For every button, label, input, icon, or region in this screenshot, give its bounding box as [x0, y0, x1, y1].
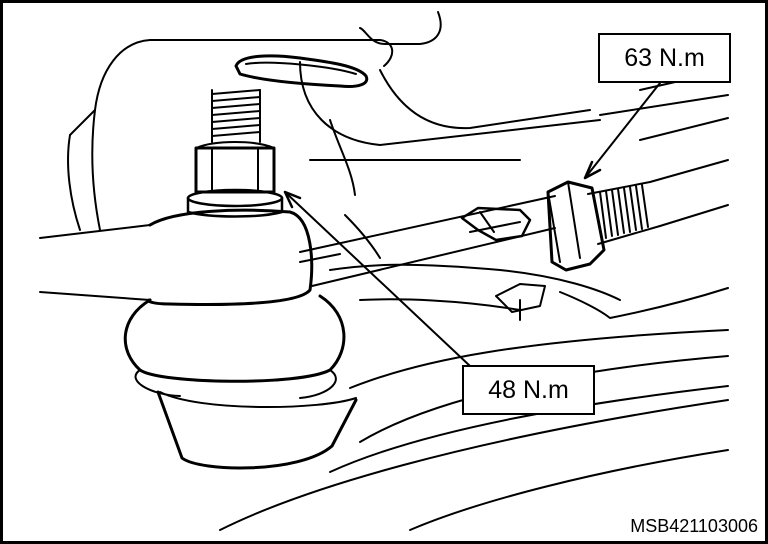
tie-rod-end — [39, 89, 358, 470]
leader-line-63 — [583, 82, 661, 180]
tie-rod — [299, 117, 729, 313]
torque-value-48: 48 N.m — [488, 375, 569, 404]
diagram-reference-code: MSB421103006 — [630, 516, 758, 536]
upper-bracket — [234, 54, 369, 88]
leader-line-48 — [283, 190, 471, 367]
torque-value-63: 63 N.m — [624, 43, 705, 72]
lower-arm — [219, 263, 729, 531]
tie-rod-threads — [599, 184, 649, 239]
torque-callout-tie-rod-locknut: 63 N.m — [598, 33, 731, 83]
ball-stud-threads — [211, 89, 261, 137]
torque-callout-ball-joint-nut: 48 N.m — [462, 365, 595, 415]
